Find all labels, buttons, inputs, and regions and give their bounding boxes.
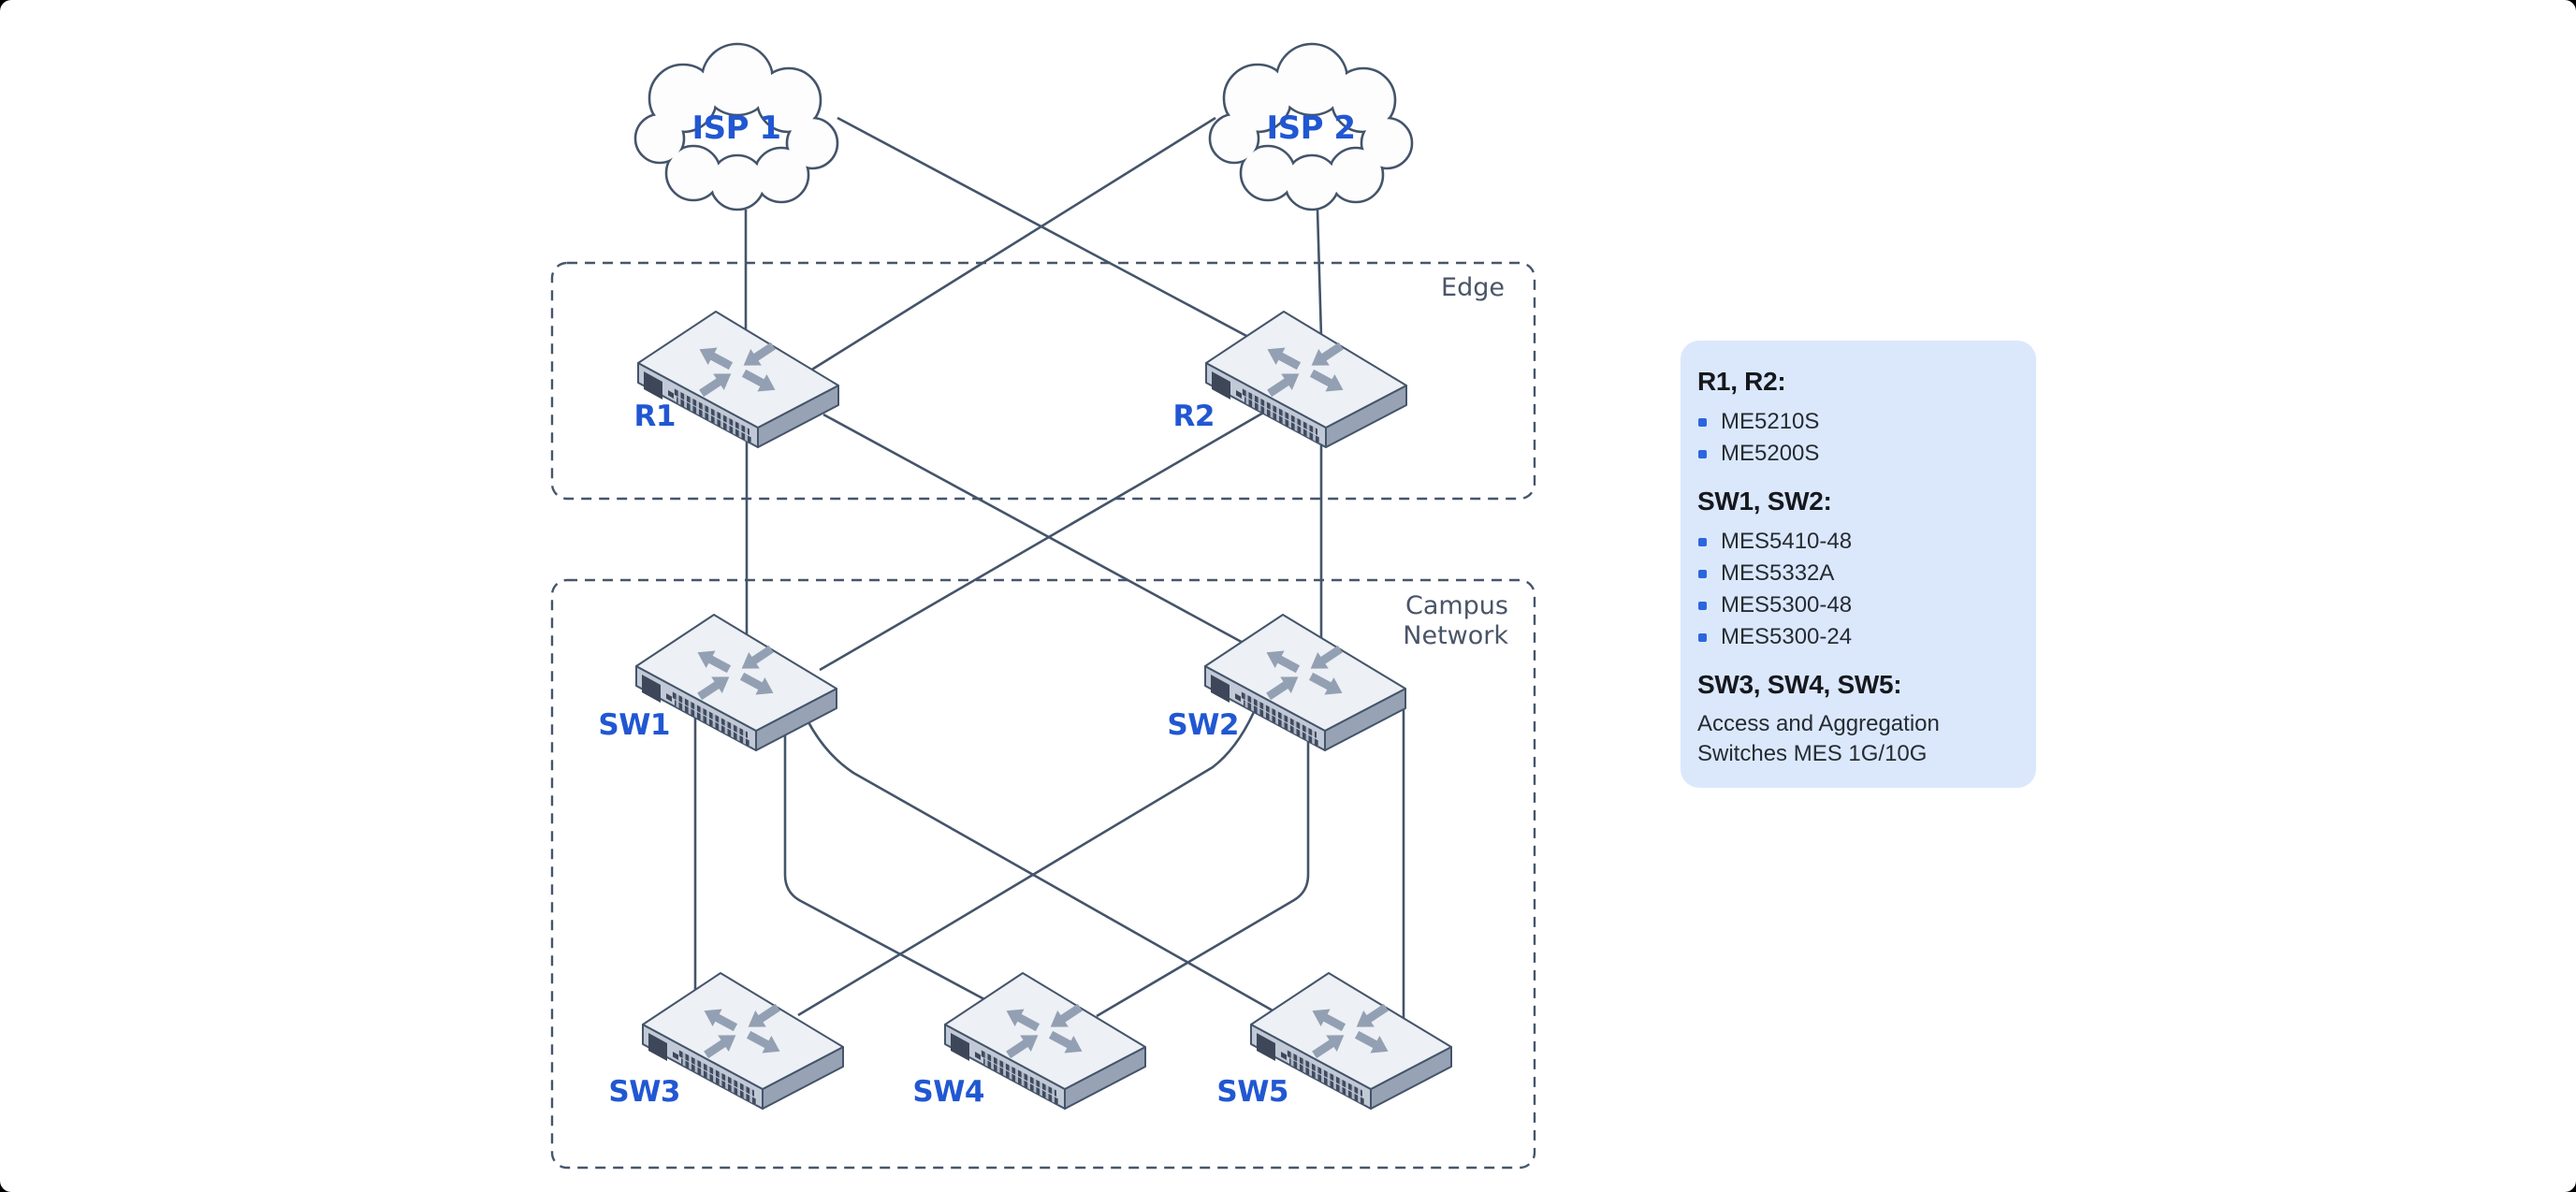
links-layer bbox=[693, 116, 1405, 1018]
link-sw2-sw4 bbox=[1096, 738, 1310, 1018]
r2-label: R2 bbox=[1173, 400, 1215, 433]
sw4-label: SW4 bbox=[912, 1075, 984, 1109]
legend-item-label: MES5332A bbox=[1721, 560, 1835, 586]
legend-heading-core-switches: SW1, SW2: bbox=[1697, 487, 1832, 516]
legend-heading-routers: R1, R2: bbox=[1697, 367, 1786, 396]
edge-zone-label: Edge bbox=[1441, 273, 1505, 302]
legend-section-routers: R1, R2: ME5210S ME5200S bbox=[1697, 365, 2014, 470]
bullet-icon bbox=[1698, 450, 1707, 458]
legend-item-label: ME5200S bbox=[1721, 441, 1820, 466]
legend-item-label: MES5300-24 bbox=[1721, 624, 1853, 649]
legend-item-label: MES5300-48 bbox=[1721, 592, 1853, 618]
link-sw1-sw5 bbox=[806, 720, 1273, 1012]
list-item: ME5200S bbox=[1697, 438, 2014, 470]
campus-zone-box bbox=[550, 578, 1536, 1170]
edge-zone-box bbox=[550, 261, 1536, 501]
campus-zone-label-line1: Campus bbox=[1405, 591, 1508, 620]
isp1-cloud-label: ISP 1 bbox=[691, 109, 780, 147]
legend-item-label: MES5410-48 bbox=[1721, 529, 1853, 554]
legend-item-label: ME5210S bbox=[1721, 409, 1820, 434]
bullet-icon bbox=[1698, 633, 1707, 642]
campus-zone-label-line2: Network bbox=[1403, 621, 1508, 650]
router-r2-icon bbox=[1205, 311, 1407, 448]
legend-section-core-switches: SW1, SW2: MES5410-48 MES5332A MES5300-48… bbox=[1697, 485, 2014, 653]
sw1-label: SW1 bbox=[598, 708, 670, 742]
legend-note: Access and Aggregation Switches MES 1G/1… bbox=[1697, 711, 1940, 766]
list-item: MES5332A bbox=[1697, 558, 2014, 589]
equipment-legend-panel: R1, R2: ME5210S ME5200S SW1, SW2: MES541… bbox=[1681, 341, 2036, 788]
link-r1-sw2 bbox=[822, 413, 1249, 647]
list-item: ME5210S bbox=[1697, 406, 2014, 438]
legend-heading-access-switches: SW3, SW4, SW5: bbox=[1697, 670, 1902, 699]
list-item: MES5410-48 bbox=[1697, 526, 2014, 558]
link-sw1-sw4 bbox=[783, 734, 985, 1001]
bullet-icon bbox=[1698, 570, 1707, 578]
bullet-icon bbox=[1698, 418, 1707, 427]
list-item: MES5300-24 bbox=[1697, 621, 2014, 653]
list-item: MES5300-48 bbox=[1697, 589, 2014, 621]
link-sw2-sw3 bbox=[797, 711, 1256, 1017]
bullet-icon bbox=[1698, 538, 1707, 546]
link-isp2-r2 bbox=[1316, 209, 1323, 338]
isp2-cloud-label: ISP 2 bbox=[1266, 109, 1355, 147]
sw5-label: SW5 bbox=[1216, 1075, 1288, 1109]
link-r2-sw1 bbox=[819, 410, 1266, 672]
r1-label: R1 bbox=[634, 400, 676, 433]
link-isp2-r1 bbox=[809, 116, 1216, 372]
link-isp1-r2 bbox=[837, 116, 1249, 339]
sw3-label: SW3 bbox=[608, 1075, 680, 1109]
legend-section-access-switches: SW3, SW4, SW5: Access and Aggregation Sw… bbox=[1697, 668, 2014, 769]
sw2-label: SW2 bbox=[1167, 708, 1239, 742]
bullet-icon bbox=[1698, 602, 1707, 610]
